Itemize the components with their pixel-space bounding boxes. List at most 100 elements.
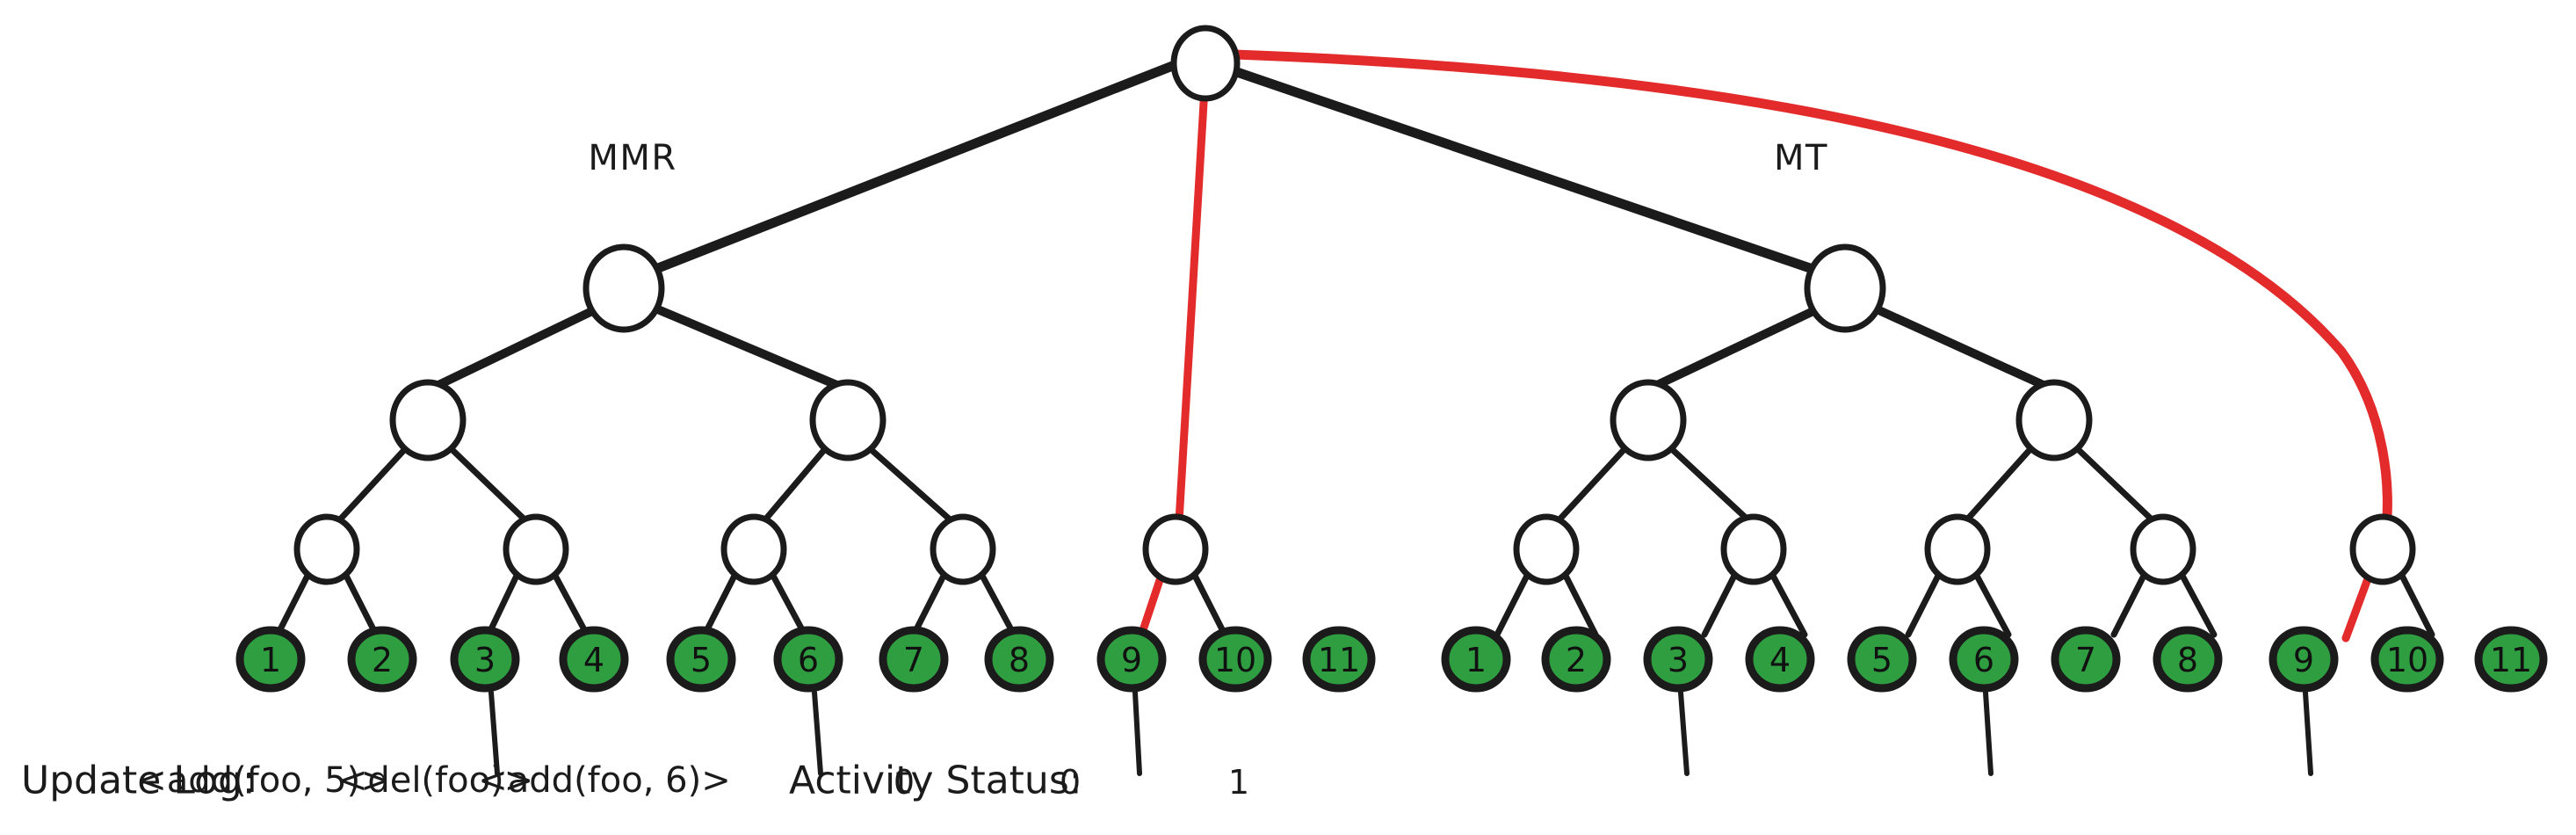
leaf-node[interactable]: 2 (347, 626, 417, 693)
leaf-circle[interactable] (1643, 626, 1713, 693)
leaf-circle[interactable] (1441, 626, 1511, 693)
leaf-circle[interactable] (1096, 626, 1167, 693)
leaf-node[interactable]: 10 (1198, 626, 1272, 693)
activity-status-value: 1 (1228, 763, 1249, 802)
leaf-node[interactable]: 7 (879, 626, 949, 693)
leaf-node[interactable]: 10 (2370, 626, 2444, 693)
edge-mmr-l3b-right (552, 572, 590, 638)
leaf-node[interactable]: 6 (1949, 626, 2019, 693)
node-mmr-l3-e[interactable] (1142, 513, 1209, 585)
update-log-title: Update Log: (21, 759, 256, 803)
edge-mmr-l3a-left (274, 572, 311, 638)
leaf-node[interactable]: 6 (773, 626, 843, 693)
edge-mmr-l3d-left (910, 572, 947, 638)
leaf-circle[interactable] (1198, 626, 1272, 693)
node-mmr-l3-a[interactable] (293, 513, 360, 585)
leaf-label: 1 (260, 641, 281, 679)
edge-mt-l2b-left (1965, 447, 2033, 522)
edge-mt-l2a-right (1669, 447, 1750, 522)
leaf-circle[interactable] (1302, 626, 1376, 693)
node-mt-l2-b[interactable] (2015, 379, 2093, 461)
leaf-node[interactable]: 7 (2051, 626, 2121, 693)
stem-activity-status-9 (2303, 690, 2313, 776)
leaf-circle[interactable] (666, 626, 736, 693)
leaf-node[interactable]: 4 (1745, 626, 1815, 693)
leaf-label: 5 (691, 641, 712, 679)
node-mt-l3-e[interactable] (2349, 513, 2416, 585)
leaf-label: 9 (2293, 641, 2314, 679)
leaf-label: 4 (1769, 641, 1791, 679)
leaf-circle[interactable] (450, 626, 520, 693)
edge-mmr-l3a-right (343, 572, 380, 638)
edge-red-root-to-mt-node9parent (1229, 49, 2392, 540)
activity-status-title: Activity Status: (789, 759, 1082, 803)
leaf-node[interactable]: 8 (984, 626, 1054, 693)
node-mmr-l3-b[interactable] (503, 513, 569, 585)
node-mmr-l3-d[interactable] (930, 513, 996, 585)
edge-mmr-l1-right (649, 303, 845, 391)
leaf-label: 7 (2075, 641, 2096, 679)
leaf-node[interactable]: 1 (1441, 626, 1511, 693)
leaf-label: 1 (1465, 641, 1487, 679)
leaf-circle[interactable] (559, 626, 629, 693)
leaf-circle[interactable] (1949, 626, 2019, 693)
leaf-circle[interactable] (347, 626, 417, 693)
node-mt-l3-a[interactable] (1513, 513, 1580, 585)
node-mmr-l2-b[interactable] (809, 379, 886, 461)
leaf-circle[interactable] (1745, 626, 1815, 693)
node-mt-l3-b[interactable] (1720, 513, 1787, 585)
edge-root-to-mmr (624, 58, 1184, 285)
leaf-circle[interactable] (2370, 626, 2444, 693)
leaf-node[interactable]: 5 (666, 626, 736, 693)
leaf-label: 7 (903, 641, 924, 679)
edge-mmr-l3e-right (1191, 572, 1228, 638)
node-mmr-l3-c[interactable] (720, 513, 787, 585)
node-mmr-root[interactable] (582, 243, 665, 333)
leaf-node[interactable]: 1 (235, 626, 306, 693)
node-root[interactable] (1170, 25, 1241, 102)
node-mt-l3-d[interactable] (2130, 513, 2196, 585)
leaf-circle[interactable] (2153, 626, 2223, 693)
edge-mt-l1-left (1649, 305, 1821, 391)
leaf-circle[interactable] (2051, 626, 2121, 693)
leaf-circle[interactable] (984, 626, 1054, 693)
edge-mt-l1-right (1869, 303, 2051, 391)
leaf-node[interactable]: 4 (559, 626, 629, 693)
leaf-circle[interactable] (879, 626, 949, 693)
stem-activity-status-3 (1678, 690, 1690, 776)
node-mmr-l2-a[interactable] (389, 379, 467, 461)
edge-mmr-l2b-left (763, 447, 828, 522)
leaf-node[interactable]: 5 (1847, 626, 1917, 693)
edge-mt-l3c-left (1905, 572, 1942, 638)
leaf-node[interactable]: 11 (2474, 626, 2548, 693)
leaf-circle[interactable] (2268, 626, 2339, 693)
leaf-node[interactable]: 8 (2153, 626, 2223, 693)
update-log-entry: <add(foo, 5)> (137, 760, 389, 801)
leaf-node[interactable]: 9 (1096, 626, 1167, 693)
leaf-node[interactable]: 3 (1643, 626, 1713, 693)
tree-label-mmr: MMR (588, 138, 677, 178)
node-mt-l3-c[interactable] (1924, 513, 1991, 585)
edge-mmr-l3d-right (979, 572, 1017, 638)
node-mt-root[interactable] (1804, 243, 1886, 333)
leaf-node[interactable]: 11 (1302, 626, 1376, 693)
leaf-circle[interactable] (2474, 626, 2548, 693)
leaf-circle[interactable] (1541, 626, 1611, 693)
leaf-node[interactable]: 3 (450, 626, 520, 693)
leaf-label: 10 (1214, 641, 1256, 679)
leaf-circle[interactable] (1847, 626, 1917, 693)
edge-mmr-l2b-right (868, 447, 952, 522)
leaf-label: 3 (1668, 641, 1689, 679)
leaf-node[interactable]: 2 (1541, 626, 1611, 693)
node-mt-l2-a[interactable] (1610, 379, 1687, 461)
edge-mmr-l2a-right (449, 447, 527, 522)
leaf-circle[interactable] (235, 626, 306, 693)
leaf-node[interactable]: 9 (2268, 626, 2339, 693)
stem-update-log-3 (488, 690, 500, 776)
leaf-circle[interactable] (773, 626, 843, 693)
edge-mt-l3d-right (2179, 572, 2218, 638)
edge-mt-l3d-left (2110, 572, 2147, 638)
leaf-label: 11 (1318, 641, 1360, 679)
leaf-label: 11 (2490, 641, 2532, 679)
